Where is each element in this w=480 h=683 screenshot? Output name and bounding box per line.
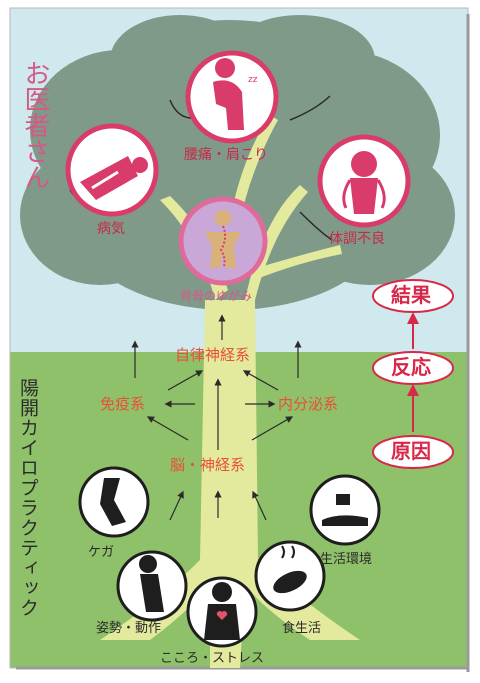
- illness-label: 病気: [97, 221, 125, 237]
- mind-stress-label: こころ・ストレス: [160, 651, 265, 666]
- illness-figure-ring: [65, 123, 159, 217]
- tv-icon: [336, 494, 350, 505]
- doctor-title: お医者さん: [20, 60, 50, 190]
- mind-ring: [186, 576, 258, 648]
- back-pain-label: 腰痛・肩こり: [184, 147, 268, 163]
- legend-reaction-label: 反応: [391, 355, 431, 379]
- poor-health-figure-ring: [317, 134, 411, 228]
- autonomic-nervous-system-label: 自律神経系: [175, 346, 251, 364]
- posture-icon: [140, 574, 164, 612]
- svg-text:zz: zz: [248, 75, 258, 85]
- posture-ring: [116, 550, 188, 622]
- environment-ring: [309, 474, 381, 546]
- injury-ring: [78, 466, 150, 538]
- immune-system-label: 免疫系: [100, 395, 146, 413]
- endocrine-system-label: 内分泌系: [278, 395, 339, 413]
- posture-label: 姿勢・動作: [96, 621, 162, 636]
- diet-ring: [254, 540, 326, 612]
- broken-leg-icon: [100, 478, 126, 526]
- brain-nervous-system-label: 脳・神経系: [170, 456, 246, 474]
- injury-label: ケガ: [88, 545, 115, 560]
- back-pain-figure-ring: zz: [185, 50, 279, 144]
- environment-label: 生活環境: [320, 552, 373, 567]
- spine-figure-ring: [178, 196, 268, 286]
- clinic-name: 陽開カイロプラクティック: [17, 378, 39, 618]
- head-icon: [351, 151, 377, 177]
- heart-icon: [216, 611, 228, 620]
- legend-result-label: 結果: [391, 283, 431, 307]
- legend-cause-label: 原因: [391, 439, 431, 463]
- head-icon: [215, 58, 235, 78]
- spine-label: 背骨のゆがみ: [180, 289, 253, 303]
- poor-health-label: 体調不良: [329, 231, 385, 247]
- food-icon: [273, 570, 307, 594]
- legend-ovals: [372, 279, 454, 469]
- system-arrows: [131, 314, 302, 521]
- diet-label: 食生活: [282, 621, 322, 636]
